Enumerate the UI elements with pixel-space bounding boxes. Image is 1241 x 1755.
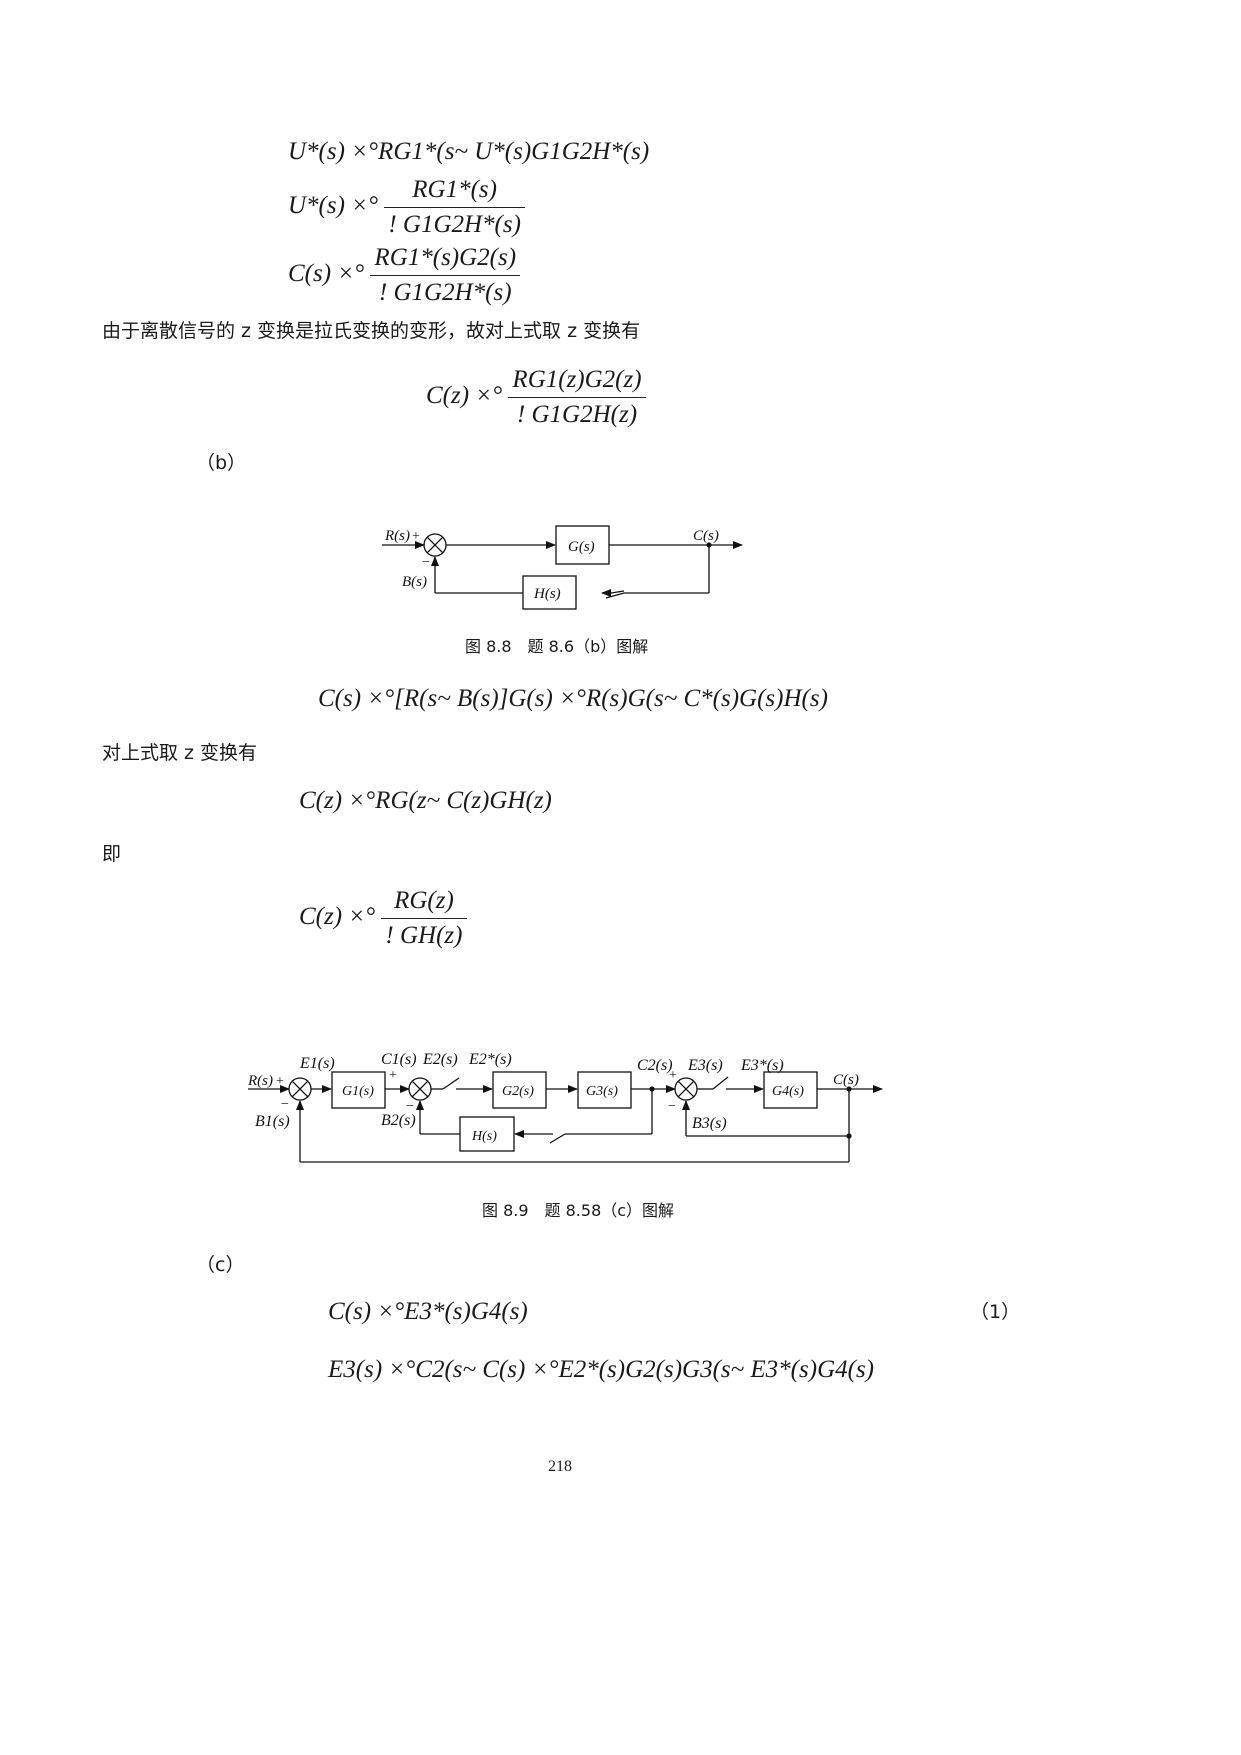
label-E3-star: E3*(s): [740, 1057, 784, 1074]
equation-b3: C(z) ×° RG(z) ! GH(z): [299, 886, 467, 951]
section-label-b: （b）: [196, 452, 247, 474]
label-C2: C2(s): [637, 1057, 673, 1074]
equation-a3-fraction: RG1*(s)G2(s) ! G1G2H*(s): [370, 243, 521, 308]
summing-junction-2: [408, 1077, 432, 1101]
sampler-switch-3: [549, 1133, 566, 1144]
g1-block: [331, 1071, 386, 1109]
label-E2-star: E2*(s): [468, 1051, 512, 1068]
sampler-switch-1: [442, 1077, 460, 1090]
equation-a-z-denominator: ! G1G2H(z): [508, 397, 646, 430]
equation-a3-lhs: C(s) ×°: [288, 260, 365, 288]
equation-b3-denominator: ! GH(z): [381, 918, 467, 951]
label-E1: E1(s): [299, 1055, 335, 1072]
equation-a2: U*(s) ×° RG1*(s) ! G1G2H*(s): [288, 175, 525, 240]
equation-a3-denominator: ! G1G2H*(s): [370, 275, 521, 308]
equation-c1: C(s) ×°E3*(s)G4(s): [328, 1298, 528, 1325]
equation-a2-lhs: U*(s) ×°: [288, 192, 379, 220]
sampler-switch-2: [712, 1076, 729, 1090]
label-G1: G1(s): [342, 1084, 374, 1099]
figure-caption-8-8: 图 8.8 题 8.6（b）图解: [465, 637, 649, 656]
label-H: H(s): [471, 1129, 497, 1144]
label-H: H(s): [533, 586, 561, 602]
equation-a3: C(s) ×° RG1*(s)G2(s) ! G1G2H*(s): [288, 243, 521, 308]
equation-b3-fraction: RG(z) ! GH(z): [381, 886, 467, 951]
equation-a3-numerator: RG1*(s)G2(s): [374, 244, 517, 271]
text-z-transform: 对上式取 z 变换有: [102, 742, 258, 764]
label-C1: C1(s): [381, 1051, 417, 1068]
equation-a-z-numerator: RG1(z)G2(z): [512, 366, 642, 393]
block-diagram-fig-8-8: R(s) + − G(s) C(s) B(s) H(s): [382, 525, 743, 610]
equation-a2-numerator: RG1*(s): [412, 176, 497, 203]
equation-a2-fraction: RG1*(s) ! G1G2H*(s): [384, 175, 525, 240]
equation-b1: C(s) ×°[R(s~ B(s)]G(s) ×°R(s)G(s~ C*(s)G…: [318, 685, 828, 712]
label-G3: G3(s): [586, 1084, 618, 1099]
label-E2: E2(s): [422, 1051, 458, 1068]
sampler-switch: [605, 592, 625, 599]
equation-a-z-fraction: RG1(z)G2(z) ! G1G2H(z): [508, 365, 646, 430]
summing-junction-3: [674, 1077, 698, 1101]
label-plus: +: [412, 529, 420, 544]
label-B1: B1(s): [255, 1113, 290, 1130]
label-E3: E3(s): [687, 1057, 723, 1074]
label-G4: G4(s): [772, 1084, 804, 1099]
text-ji: 即: [102, 843, 122, 865]
page-number: 218: [548, 1458, 572, 1475]
label-plus-1: +: [276, 1074, 284, 1089]
equation-a-z-lhs: C(z) ×°: [426, 382, 503, 410]
label-minus-3: −: [668, 1099, 676, 1114]
label-R: R(s): [384, 528, 410, 544]
equation-a-z: C(z) ×° RG1(z)G2(z) ! G1G2H(z): [426, 365, 646, 430]
figure-caption-8-9: 图 8.9 题 8.58（c）图解: [482, 1201, 675, 1220]
equation-b2: C(z) ×°RG(z~ C(z)GH(z): [299, 787, 552, 814]
block-diagram-fig-8-9: R(s) + − E1(s) B1(s) G1(s) C1(s) + E2(s)…: [247, 1051, 883, 1163]
label-plus-3: +: [669, 1068, 677, 1083]
summing-junction: [423, 533, 447, 557]
label-G: G(s): [568, 539, 595, 555]
equation-c2: E3(s) ×°C2(s~ C(s) ×°E2*(s)G2(s)G3(s~ E3…: [328, 1356, 874, 1383]
g3-block: [577, 1071, 632, 1109]
label-C: C(s): [833, 1072, 859, 1088]
equation-b3-numerator: RG(z): [394, 887, 454, 914]
equation-a1: U*(s) ×°RG1*(s~ U*(s)G1G2H*(s): [288, 138, 650, 165]
text-z-transform-intro: 由于离散信号的 z 变换是拉氏变换的变形，故对上式取 z 变换有: [102, 320, 641, 342]
label-G2: G2(s): [502, 1084, 534, 1099]
label-B: B(s): [402, 574, 427, 590]
g2-block: [492, 1071, 547, 1109]
label-minus-2: −: [406, 1099, 414, 1114]
label-minus-1: −: [281, 1097, 289, 1112]
equation-number-1: （1）: [970, 1301, 1021, 1323]
label-B3: B3(s): [692, 1115, 727, 1132]
label-plus-2: +: [389, 1068, 397, 1083]
equation-b3-lhs: C(z) ×°: [299, 903, 376, 931]
label-B2: B2(s): [381, 1112, 416, 1129]
g4-block: [763, 1071, 818, 1109]
label-C: C(s): [693, 528, 719, 544]
label-minus: −: [422, 555, 430, 570]
summing-junction-1: [288, 1077, 312, 1101]
section-label-c: （c）: [196, 1254, 245, 1276]
label-R: R(s): [247, 1073, 273, 1089]
equation-a2-denominator: ! G1G2H*(s): [384, 207, 525, 240]
